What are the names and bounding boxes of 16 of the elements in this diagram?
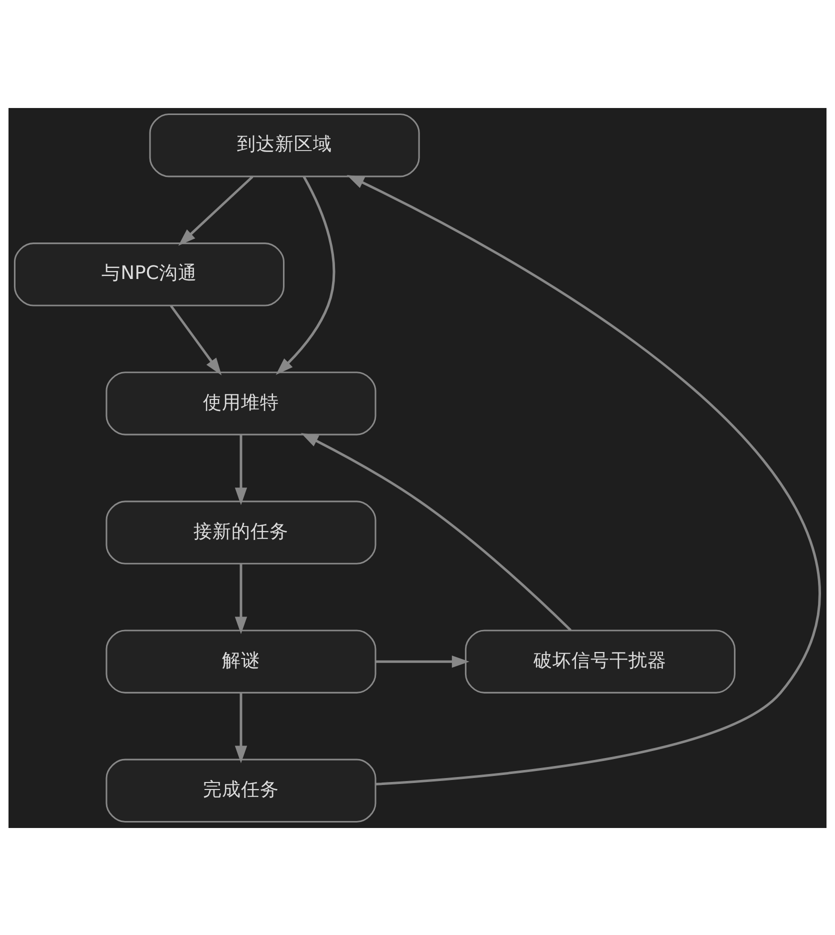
node-box: 使用堆特 — [106, 371, 376, 435]
arrow — [234, 563, 248, 634]
arrow — [300, 432, 572, 631]
node-box: 破坏信号干扰器 — [464, 629, 736, 693]
arrow — [376, 655, 470, 668]
arrow — [234, 434, 248, 505]
arrow — [234, 692, 248, 763]
arrow — [276, 176, 336, 374]
node-box: 解谜 — [106, 629, 376, 693]
arrow — [170, 304, 222, 375]
node-box: 与NPC沟通 — [14, 242, 285, 306]
node-box: 接新的任务 — [106, 500, 376, 564]
arrow — [178, 175, 254, 246]
node-box: 到达新区域 — [149, 112, 420, 177]
node-box: 完成任务 — [106, 758, 376, 822]
arrow — [346, 174, 821, 785]
